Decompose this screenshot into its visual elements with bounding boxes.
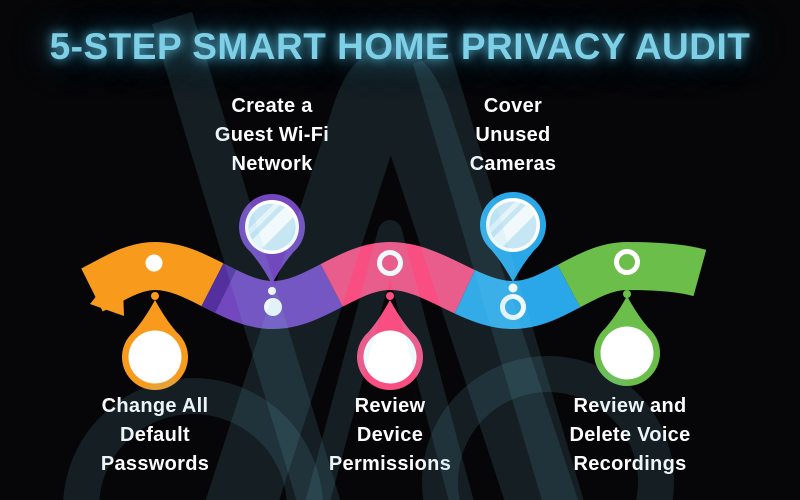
step-2-label: Create a Guest Wi-Fi Network	[214, 95, 330, 175]
step-1-pin	[122, 300, 188, 391]
ribbon-segment-4	[81, 241, 707, 330]
step-2-pin-drop	[239, 193, 305, 284]
ribbon-segment-2	[81, 241, 707, 330]
step-4-label: Cover Unused Cameras	[469, 95, 557, 175]
step-5-marker-ring	[614, 249, 640, 275]
ribbon-fold-shadow	[81, 241, 707, 330]
ribbon-segment-1	[81, 241, 707, 330]
ribbon-segment-5	[81, 241, 707, 330]
step-4-pin	[480, 191, 546, 282]
step-1-marker-dot	[145, 254, 163, 272]
step-2-pin-shine	[248, 203, 296, 251]
ribbon-tail	[84, 262, 124, 316]
ribbon-wave	[81, 241, 707, 330]
step-4-pin-shine	[489, 201, 537, 249]
step-3-label: Review Device Permissions	[328, 395, 452, 475]
step-3-marker-ring	[377, 250, 403, 276]
step-3-pin-face	[363, 330, 417, 384]
page-title: 5-STEP SMART HOME PRIVACY AUDIT	[49, 26, 751, 67]
step-1-pin-face	[128, 330, 182, 384]
step-5-label: Review and Delete Voice Recordings	[569, 395, 691, 475]
step-3-pin-drop	[357, 300, 423, 391]
step-1-pin-drop	[122, 300, 188, 391]
ribbon-segment-3	[81, 241, 707, 330]
step-5-pin	[594, 296, 660, 387]
step-2-pin	[239, 193, 305, 284]
step-3-connector-dot	[386, 292, 394, 300]
step-2-pin-rim	[245, 200, 299, 254]
step-5-pin-face	[600, 326, 654, 380]
step-3-pin	[357, 300, 423, 391]
step-2-pin-glass	[248, 203, 296, 251]
step-1-label: Change All Default Passwords	[100, 395, 210, 475]
step-4-pin-rim	[486, 198, 540, 252]
step-4-marker-ring	[500, 294, 526, 320]
step-5-connector-dot	[623, 290, 631, 298]
step-4-pin-glass	[489, 201, 537, 249]
step-2-connector-dot	[268, 287, 276, 295]
step-4-connector-dot	[508, 283, 518, 293]
step-5-pin-drop	[594, 296, 660, 387]
step-4-pin-drop	[480, 191, 546, 282]
step-2-marker-dot	[264, 298, 282, 316]
step-1-connector-dot	[151, 292, 159, 300]
